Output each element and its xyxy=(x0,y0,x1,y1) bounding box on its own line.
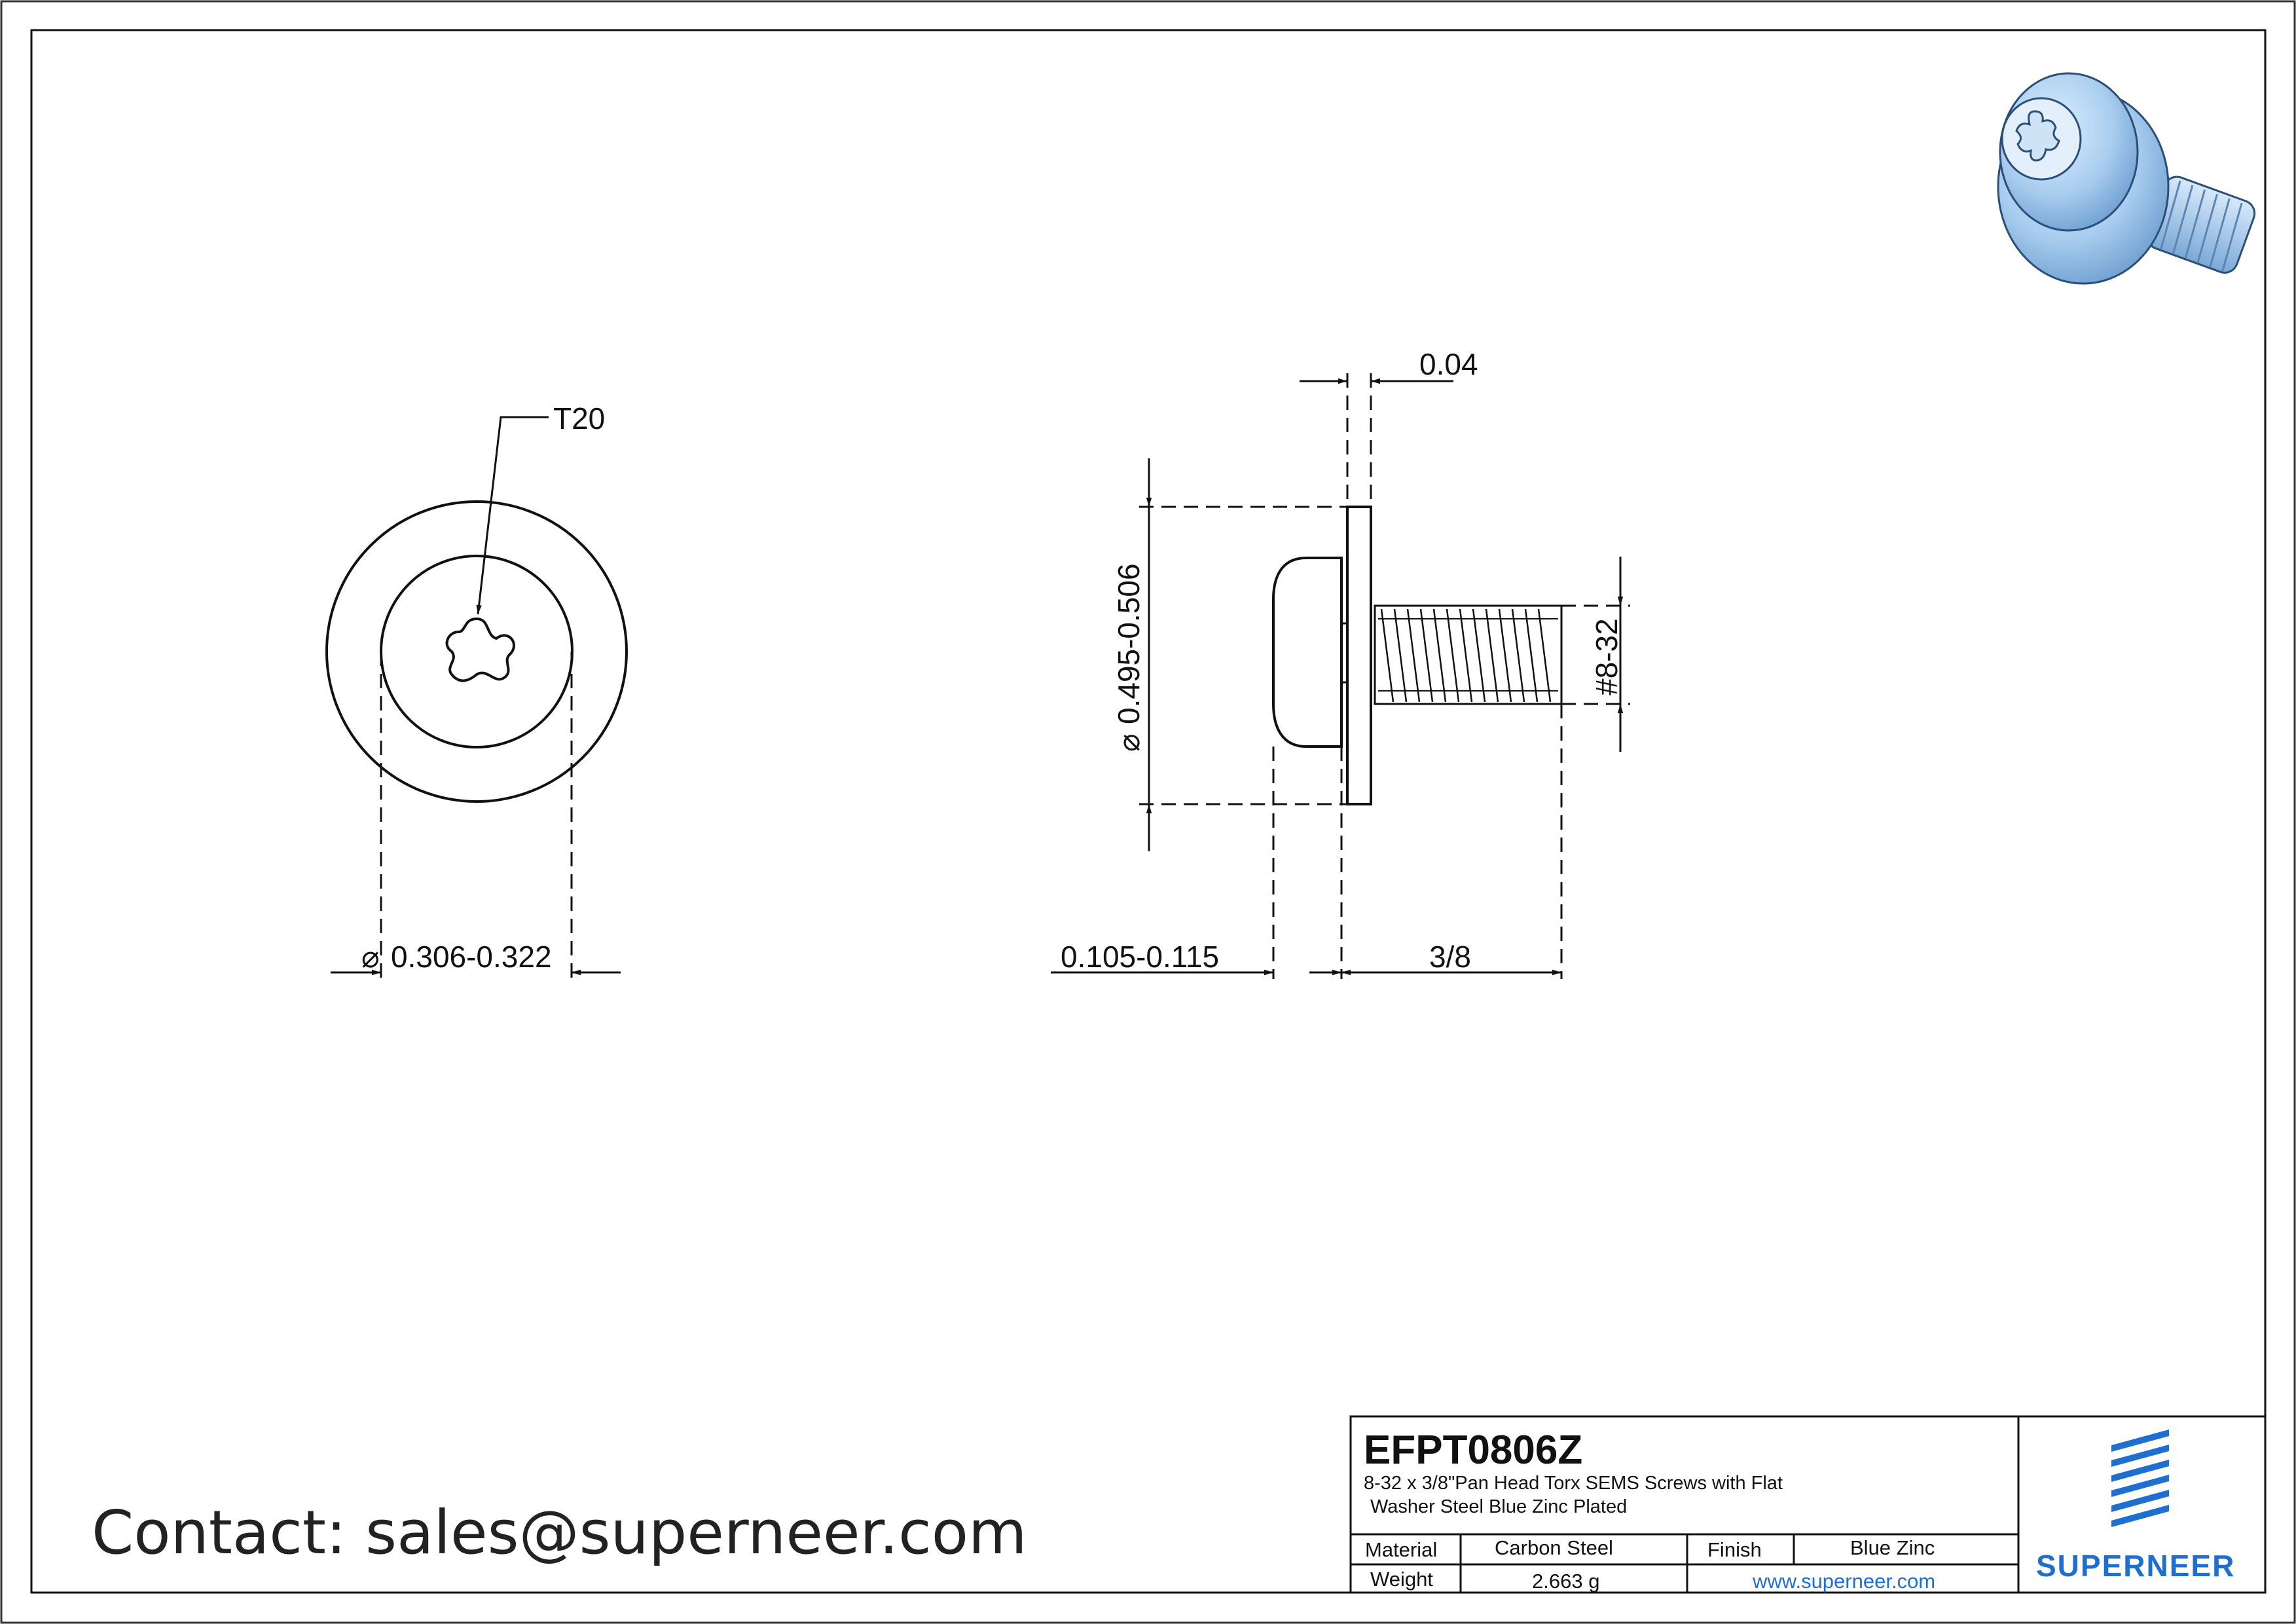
diameter-symbol-side: ⌀ xyxy=(1112,733,1146,752)
recess-diameter-label: 0.306-0.322 xyxy=(391,940,552,974)
washer-diameter-label-group: ⌀ 0.495-0.506 xyxy=(1112,563,1146,752)
title-block xyxy=(1349,1415,2267,1594)
thread-size-label: #8-32 xyxy=(1590,618,1624,695)
washer-thickness-label: 0.04 xyxy=(1419,347,1478,381)
head-height-label: 0.105-0.115 xyxy=(1061,940,1219,974)
torx-recess-icon xyxy=(445,617,515,682)
length-label: 3/8 xyxy=(1429,940,1471,974)
washer-outline xyxy=(325,500,628,803)
description-line-1: 8-32 x 3/8"Pan Head Torx SEMS Screws wit… xyxy=(1364,1473,1783,1494)
screw-render xyxy=(1997,72,2256,285)
finish-value: Blue Zinc xyxy=(1850,1536,1935,1559)
diameter-symbol-front: ⌀ xyxy=(361,940,380,974)
inner-border xyxy=(30,29,2267,1594)
head-outline xyxy=(380,555,574,748)
weight-value: 2.663 g xyxy=(1532,1570,1599,1593)
description-line-2: Washer Steel Blue Zinc Plated xyxy=(1370,1496,1627,1517)
side-view xyxy=(1051,373,1630,979)
front-view xyxy=(325,416,628,979)
title-block-frame xyxy=(1349,1415,2267,1594)
thread-crests xyxy=(1380,608,1552,703)
weight-label: Weight xyxy=(1370,1568,1433,1591)
brand-name: SUPERNEER xyxy=(2036,1549,2235,1583)
part-number: EFPT0806Z xyxy=(1364,1428,1582,1473)
pan-head-outline xyxy=(1272,557,1343,748)
torx-render-icon xyxy=(2015,110,2060,162)
website-link[interactable]: www.superneer.com xyxy=(1752,1570,1935,1593)
material-label: Material xyxy=(1365,1538,1437,1561)
finish-label: Finish xyxy=(1707,1538,1762,1561)
material-value: Carbon Steel xyxy=(1495,1536,1613,1559)
washer-outline xyxy=(1346,506,1372,805)
t20-leader xyxy=(476,416,549,615)
thread-outline xyxy=(1374,604,1563,705)
washer-diameter-label: 0.495-0.506 xyxy=(1112,563,1146,724)
contact-line: Contact: sales@superneer.com xyxy=(92,1498,1027,1568)
superneer-logo-icon xyxy=(2111,1430,2169,1527)
t20-label: T20 xyxy=(553,401,605,435)
